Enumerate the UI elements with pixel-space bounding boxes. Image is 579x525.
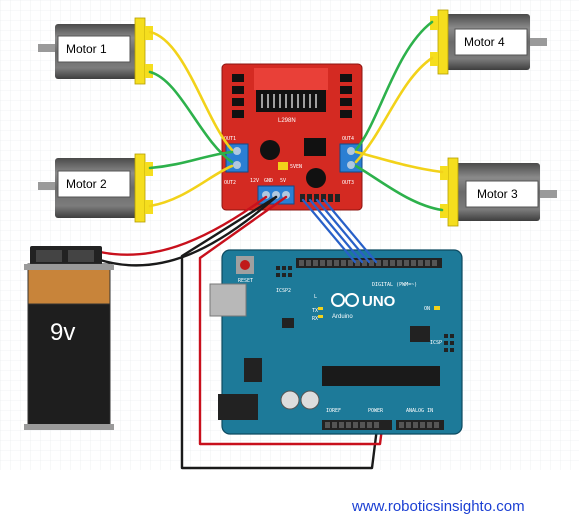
motor-1-label-box [57, 35, 131, 63]
logic-wire-in3 [315, 198, 371, 264]
motor-3: Motor 3 [440, 157, 557, 227]
arduino-uno-board: RESET ICSP2 DIGITAL (PWM=~) Arduino UNO … [209, 249, 463, 435]
power-label: POWER [368, 408, 384, 414]
motor-1: Motor 1 [38, 17, 153, 85]
motor-1-wire-yellow [148, 30, 234, 152]
ioref-label: IOREF [326, 408, 341, 414]
reset-label: RESET [238, 278, 253, 284]
motor-wires [148, 20, 444, 212]
logic-wires [301, 198, 378, 264]
microcontroller-chip [322, 366, 440, 386]
motor-4-label-box [454, 28, 528, 56]
arduino-brand: Arduino [332, 314, 353, 320]
power-12v-label: 12V [250, 178, 259, 184]
battery-label: 9v [50, 319, 75, 346]
l298n-driver-board: L298N OUT1 OUT2 OUT4 OUT3 12V GN [221, 63, 363, 211]
arduino-model: UNO [362, 293, 396, 310]
motor-1-label: Motor 1 [66, 42, 107, 56]
power-wires [98, 195, 384, 470]
power-5v-label: 5V [280, 178, 286, 184]
motor-3-wire-yellow [354, 150, 444, 174]
motor-2-label-box [57, 170, 131, 198]
motor-4-wire-yellow [354, 56, 434, 164]
analog-label: ANALOG IN [406, 408, 433, 414]
on-label: ON [424, 306, 430, 312]
out2-label: OUT2 [224, 180, 236, 186]
gnd-to-arduino-wire [180, 195, 379, 470]
reset-button[interactable] [240, 260, 250, 270]
icsp2-label: ICSP2 [276, 288, 291, 294]
motor-3-wire-green [354, 164, 444, 212]
out1-label: OUT1 [224, 136, 236, 142]
battery-black-wire [98, 195, 278, 267]
logic-wire-in4 [322, 198, 378, 264]
motor-2-label: Motor 2 [66, 177, 107, 191]
digital-label: DIGITAL (PWM=~) [372, 282, 417, 288]
arduino-logo [331, 293, 359, 307]
logic-wire-in1 [301, 198, 357, 264]
led-tx-label: TX [312, 308, 318, 314]
motor-2-wire-yellow [148, 164, 234, 208]
motor-2: Motor 2 [38, 153, 153, 223]
out3-label: OUT3 [342, 180, 354, 186]
5v-to-arduino-wire [198, 195, 384, 446]
driver-chip-label: L298N [278, 118, 296, 124]
logic-wire-in2 [308, 198, 364, 264]
battery-red-wire [98, 195, 268, 256]
motor-3-label-box [465, 180, 539, 208]
battery-9v: 9v [24, 246, 114, 430]
led-l-label: L [314, 294, 317, 300]
motor-4: Motor 4 [430, 9, 547, 75]
enable-label: 5VEN [290, 164, 302, 170]
led-rx-label: RX [312, 316, 318, 322]
icsp-label: ICSP [430, 340, 442, 346]
out4-label: OUT4 [342, 136, 354, 142]
motor-4-label: Motor 4 [464, 35, 505, 49]
motor-2-wire-green [148, 150, 234, 170]
power-gnd-label: GND [264, 178, 273, 184]
website-url[interactable]: www.roboticsinsighto.com [352, 498, 525, 515]
motor-3-label: Motor 3 [477, 187, 518, 201]
motor-4-wire-green [354, 20, 434, 152]
